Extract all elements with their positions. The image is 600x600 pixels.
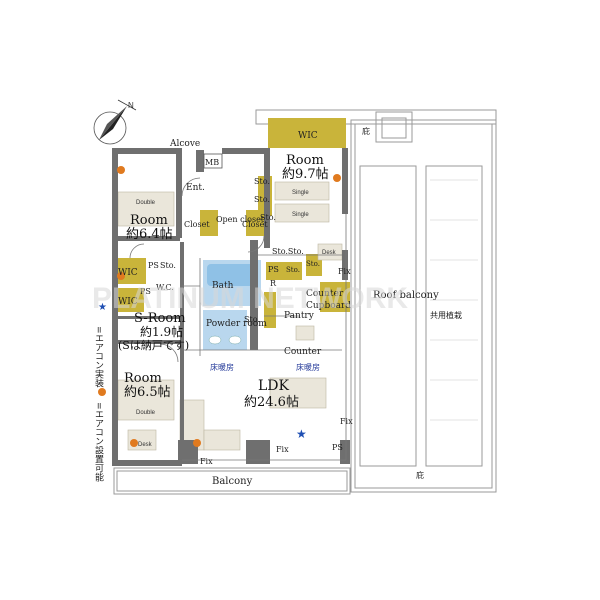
label-single1: Single [292, 190, 309, 196]
label-cupboard: Cupboard [306, 301, 351, 311]
label-ent: Ent. [186, 183, 205, 193]
ldk-name: LDK [258, 378, 290, 394]
label-alcove: Alcove [169, 139, 200, 149]
label-sto2: Sto. [254, 195, 270, 204]
label-sto-sto: Sto.Sto. [272, 247, 304, 256]
label-sto1: Sto. [254, 177, 270, 186]
aircon-possible-dot-icon [130, 439, 138, 447]
label-powder-room: Powder room [206, 319, 267, 329]
label-ps4: PS [332, 443, 343, 452]
label-bath: Bath [212, 281, 234, 291]
label-sto-b: Sto. [306, 260, 320, 268]
label-single2: Single [292, 212, 309, 218]
label-shared-planting: 共用植栽 [430, 310, 462, 320]
label-wic-left1: WIC [118, 268, 138, 278]
label-open-closet: Open closet [216, 215, 265, 224]
label-wc: W.C. [156, 283, 174, 292]
balcony-outline [113, 467, 351, 495]
label-ps1: PS [148, 261, 159, 270]
walls [112, 148, 350, 466]
label-eaves-top: 庇 [362, 126, 370, 136]
aircon-possible-dot-icon [193, 439, 201, 447]
aircon-possible-dot-icon [117, 166, 125, 174]
closets [116, 118, 350, 328]
label-fix3: Fix [276, 445, 289, 454]
legend-possible: =エアコン設置可能 [93, 402, 104, 482]
label-sto-c: Sto. [160, 261, 176, 270]
small-labels: Alcove MB Ent. WIC WIC WIC Sto. Sto. Sto… [118, 126, 462, 487]
aircon-possible-dot-icon [117, 272, 125, 280]
legend-star-icon: ★ [98, 302, 107, 313]
label-ps3: PS [268, 265, 279, 274]
label-desk1: Desk [322, 250, 337, 256]
watermark: PLATINUM NETWORK [92, 282, 408, 315]
label-r: R [270, 279, 277, 288]
room-65-name: Room [124, 371, 162, 386]
label-mb: MB [205, 158, 219, 167]
roof-balcony-outline [255, 109, 497, 493]
label-balcony: Balcony [212, 476, 253, 487]
label-double1: Double [136, 200, 156, 206]
label-counter-bottom: Counter [284, 347, 322, 357]
sroom-name: S-Room [134, 311, 186, 326]
room-97-size: 約9.7帖 [282, 167, 329, 182]
aircon-installed-star-icon: ★ [296, 427, 307, 441]
aircon-legend: ★ =エアコン実装 =エアコン設置可能 [93, 302, 107, 482]
label-floor-heat1: 床暖房 [210, 362, 234, 372]
label-closet1: Closet [184, 220, 210, 229]
room-64-size: 約6.4帖 [126, 227, 173, 242]
legend-dot-icon [98, 388, 106, 396]
label-pantry: Pantry [284, 311, 315, 321]
label-sto3: Sto. [260, 213, 276, 222]
legend-installed: =エアコン実装 [93, 326, 104, 388]
ldk-size: 約24.6帖 [244, 395, 299, 410]
label-wic-top: WIC [298, 131, 318, 141]
sroom-size: 約1.9帖 [140, 324, 183, 339]
label-floor-heat2: 床暖房 [296, 362, 320, 372]
sroom-note: (Sは納戸です) [118, 339, 189, 352]
label-fix4: Fix [200, 457, 213, 466]
label-eaves-bottom: 庇 [416, 470, 424, 480]
planting-hatch [430, 179, 478, 421]
label-wic-left2: WIC [118, 297, 138, 307]
label-fix1: Fix [338, 267, 351, 276]
label-ps2: PS [140, 287, 151, 296]
label-sto-a: Sto. [286, 266, 300, 274]
label-roof-balcony: Roof balcony [373, 290, 439, 301]
label-fix2: Fix [340, 417, 353, 426]
label-double2: Double [136, 410, 156, 416]
label-desk2: Desk [138, 442, 153, 448]
room-labels: Room 約9.7帖 Room 約6.4帖 S-Room 約1.9帖 (Sは納戸… [118, 153, 329, 410]
interior-lines [129, 177, 347, 461]
svg-text:N: N [128, 101, 134, 110]
compass-north-icon: N [93, 99, 137, 145]
room-97-name: Room [286, 153, 324, 168]
room-64-name: Room [130, 213, 168, 228]
label-counter-top: Counter [306, 289, 344, 299]
aircon-possible-dots [117, 166, 341, 447]
room-65-size: 約6.5帖 [124, 385, 171, 400]
aircon-possible-dot-icon [333, 174, 341, 182]
label-closet2: Closet [242, 220, 268, 229]
label-sto-bath: Sto. [244, 315, 260, 324]
